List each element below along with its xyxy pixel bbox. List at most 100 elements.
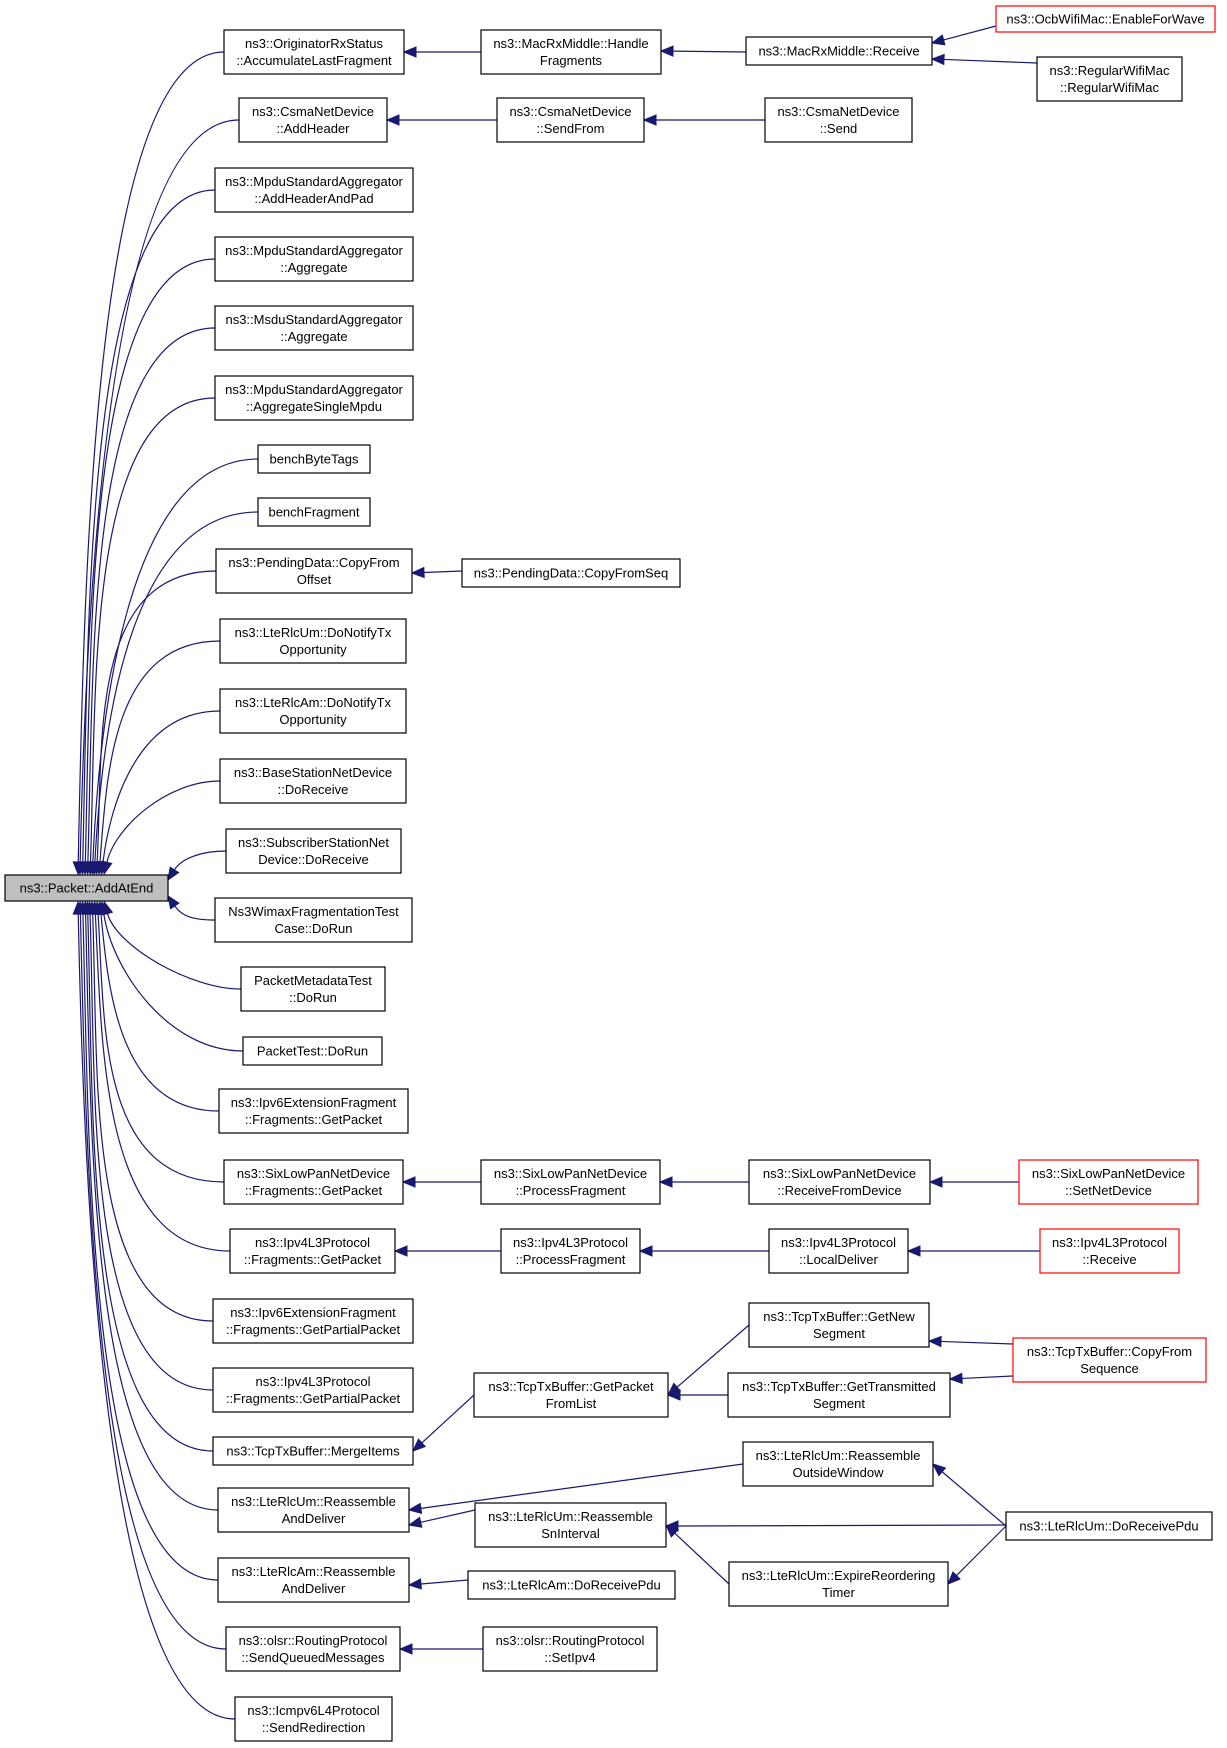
node-box [240,966,386,1012]
node-box [234,1696,393,1742]
graph-node-sixlowpan-getpacket[interactable]: ns3::SixLowPanNetDevice::Fragments::GetP… [223,1159,404,1205]
node-box [1039,1228,1180,1274]
node-label-line: ns3::Ipv4L3Protocol [513,1235,628,1250]
node-label-line: Segment [813,1326,865,1341]
arrowhead-icon [167,866,180,882]
graph-node-mpdu-single[interactable]: ns3::MpduStandardAggregator::AggregateSi… [214,375,414,421]
node-label-line: ns3::TcpTxBuffer::GetNew [763,1309,915,1324]
graph-node-regular-wifi[interactable]: ns3::RegularWifiMac::RegularWifiMac [1036,56,1183,102]
node-label-line: ns3::MsduStandardAggregator [225,312,403,327]
node-label-line: ns3::MpduStandardAggregator [225,174,403,189]
node-label-line: ns3::SixLowPanNetDevice [237,1166,390,1181]
node-box [229,1228,396,1274]
graph-node-csma-send[interactable]: ns3::CsmaNetDevice::Send [764,97,913,143]
node-box [214,236,414,282]
arrowhead-icon [638,1245,653,1257]
graph-node-olsr-sendqueued[interactable]: ns3::olsr::RoutingProtocol::SendQueuedMe… [225,1626,401,1672]
edge-orig-accum-to-root [72,51,225,876]
graph-node-ipv4l3-getpacket[interactable]: ns3::Ipv4L3Protocol::Fragments::GetPacke… [229,1228,396,1274]
graph-node-packet-test[interactable]: PacketTest::DoRun [242,1036,383,1066]
graph-node-sixlowpan-processfrag[interactable]: ns3::SixLowPanNetDevice::ProcessFragment [480,1159,661,1205]
graph-node-olsr-setipv4[interactable]: ns3::olsr::RoutingProtocol::SetIpv4 [482,1626,658,1672]
graph-node-subscriber-receive[interactable]: ns3::SubscriberStationNetDevice::DoRecei… [225,828,402,874]
node-box [225,828,402,874]
arrowhead-icon [947,1571,961,1585]
graph-node-ipv4l3-getpartial[interactable]: ns3::Ipv4L3Protocol::Fragments::GetParti… [212,1367,414,1413]
arrowhead-icon [642,114,657,126]
edge-basestation-receive-to-root [101,780,221,876]
graph-node-csma-sendfrom[interactable]: ns3::CsmaNetDevice::SendFrom [496,97,645,143]
node-label-line: ns3::OriginatorRxStatus [245,36,384,51]
edge-line [956,1525,1007,1576]
graph-node-pending-copyfromseq[interactable]: ns3::PendingData::CopyFromSeq [461,558,681,588]
graph-node-ipv4l3-processfrag[interactable]: ns3::Ipv4L3Protocol::ProcessFragment [500,1228,641,1274]
graph-node-orig-accum[interactable]: ns3::OriginatorRxStatus::AccumulateLastF… [223,29,405,75]
node-label-line: ::Fragments::GetPartialPacket [226,1391,401,1406]
node-label-line: ::Send [820,121,858,136]
root-node-root[interactable]: ns3::Packet::AddAtEnd [4,874,169,902]
node-label-line: ns3::LteRlcUm::Reassemble [231,1494,396,1509]
edge-sixlowpan-getpacket-to-root [92,900,225,1183]
graph-node-msdu-aggregate[interactable]: ns3::MsduStandardAggregator::Aggregate [214,305,414,351]
node-label-line: PacketMetadataTest [254,973,372,988]
edge-sixlowpan-setnetdev-to-sixlowpan-receivefrom [928,1176,1019,1188]
node-box [748,1159,931,1205]
graph-node-csma-addheader[interactable]: ns3::CsmaNetDevice::AddHeader [238,97,388,143]
node-label-line: ns3::LteRlcAm::DoNotifyTx [235,695,392,710]
arrowhead-icon [402,46,417,58]
graph-node-mpdu-addheader[interactable]: ns3::MpduStandardAggregator::AddHeaderAn… [214,167,414,213]
arrowhead-icon [385,114,400,126]
edge-line [97,913,225,1183]
graph-node-bench-fragment[interactable]: benchFragment [257,497,371,527]
graph-node-ipv6ext-getpacket[interactable]: ns3::Ipv6ExtensionFragment::Fragments::G… [218,1088,409,1134]
edge-macrx-receive-to-macrx-handle [659,45,747,57]
node-label-line: ns3::TcpTxBuffer::MergeItems [226,1444,400,1459]
node-box [212,1367,414,1413]
graph-node-macrx-receive[interactable]: ns3::MacRxMiddle::Receive [745,36,933,66]
edge-line [174,905,216,921]
edge-line [87,327,216,863]
node-label-line: ns3::olsr::RoutingProtocol [496,1633,645,1648]
graph-node-icmpv6-sendredirection[interactable]: ns3::Icmpv6L4Protocol::SendRedirection [234,1696,393,1742]
node-label-line: ns3::Ipv4L3Protocol [1052,1235,1167,1250]
node-box [474,1502,667,1548]
graph-node-tcptx-mergeitems[interactable]: ns3::TcpTxBuffer::MergeItems [212,1436,414,1466]
node-label-line: Device::DoReceive [258,852,369,867]
edge-line [79,119,240,863]
graph-node-sixlowpan-setnetdev[interactable]: ns3::SixLowPanNetDevice::SetNetDevice [1018,1159,1199,1205]
arrowhead-icon [930,53,945,66]
graph-node-lterlcam-doreceivepdu[interactable]: ns3::LteRlcAm::DoReceivePdu [467,1570,676,1600]
node-label-line: ns3::CsmaNetDevice [252,104,374,119]
node-label-line: Sequence [1080,1361,1139,1376]
graph-node-ipv4l3-receive[interactable]: ns3::Ipv4L3Protocol::Receive [1039,1228,1180,1274]
arrowhead-icon [948,1372,963,1385]
graph-node-ipv4l3-localdeliver[interactable]: ns3::Ipv4L3Protocol::LocalDeliver [768,1228,909,1274]
graph-node-lterlcum-doreceivepdu[interactable]: ns3::LteRlcUm::DoReceivePdu [1005,1511,1213,1541]
node-label-line: ns3::MacRxMiddle::Handle [493,36,648,51]
arrowhead-icon [101,860,113,876]
graph-node-ocb-enable[interactable]: ns3::OcbWifiMac::EnableForWave [995,5,1216,33]
node-label-line: Ns3WimaxFragmentationTest [228,904,399,919]
graph-node-ipv6ext-getpartial[interactable]: ns3::Ipv6ExtensionFragment::Fragments::G… [212,1298,414,1344]
graph-node-basestation-receive[interactable]: ns3::BaseStationNetDevice::DoReceive [219,758,407,804]
graph-node-packet-metadata-test[interactable]: PacketMetadataTest::DoRun [240,966,386,1012]
graph-node-bench-bytetags[interactable]: benchByteTags [257,444,371,474]
graph-node-sixlowpan-receivefrom[interactable]: ns3::SixLowPanNetDevice::ReceiveFromDevi… [748,1159,931,1205]
graph-node-mpdu-aggregate[interactable]: ns3::MpduStandardAggregator::Aggregate [214,236,414,282]
edge-line [943,58,1038,64]
node-label-line: ns3::RegularWifiMac [1050,63,1170,78]
